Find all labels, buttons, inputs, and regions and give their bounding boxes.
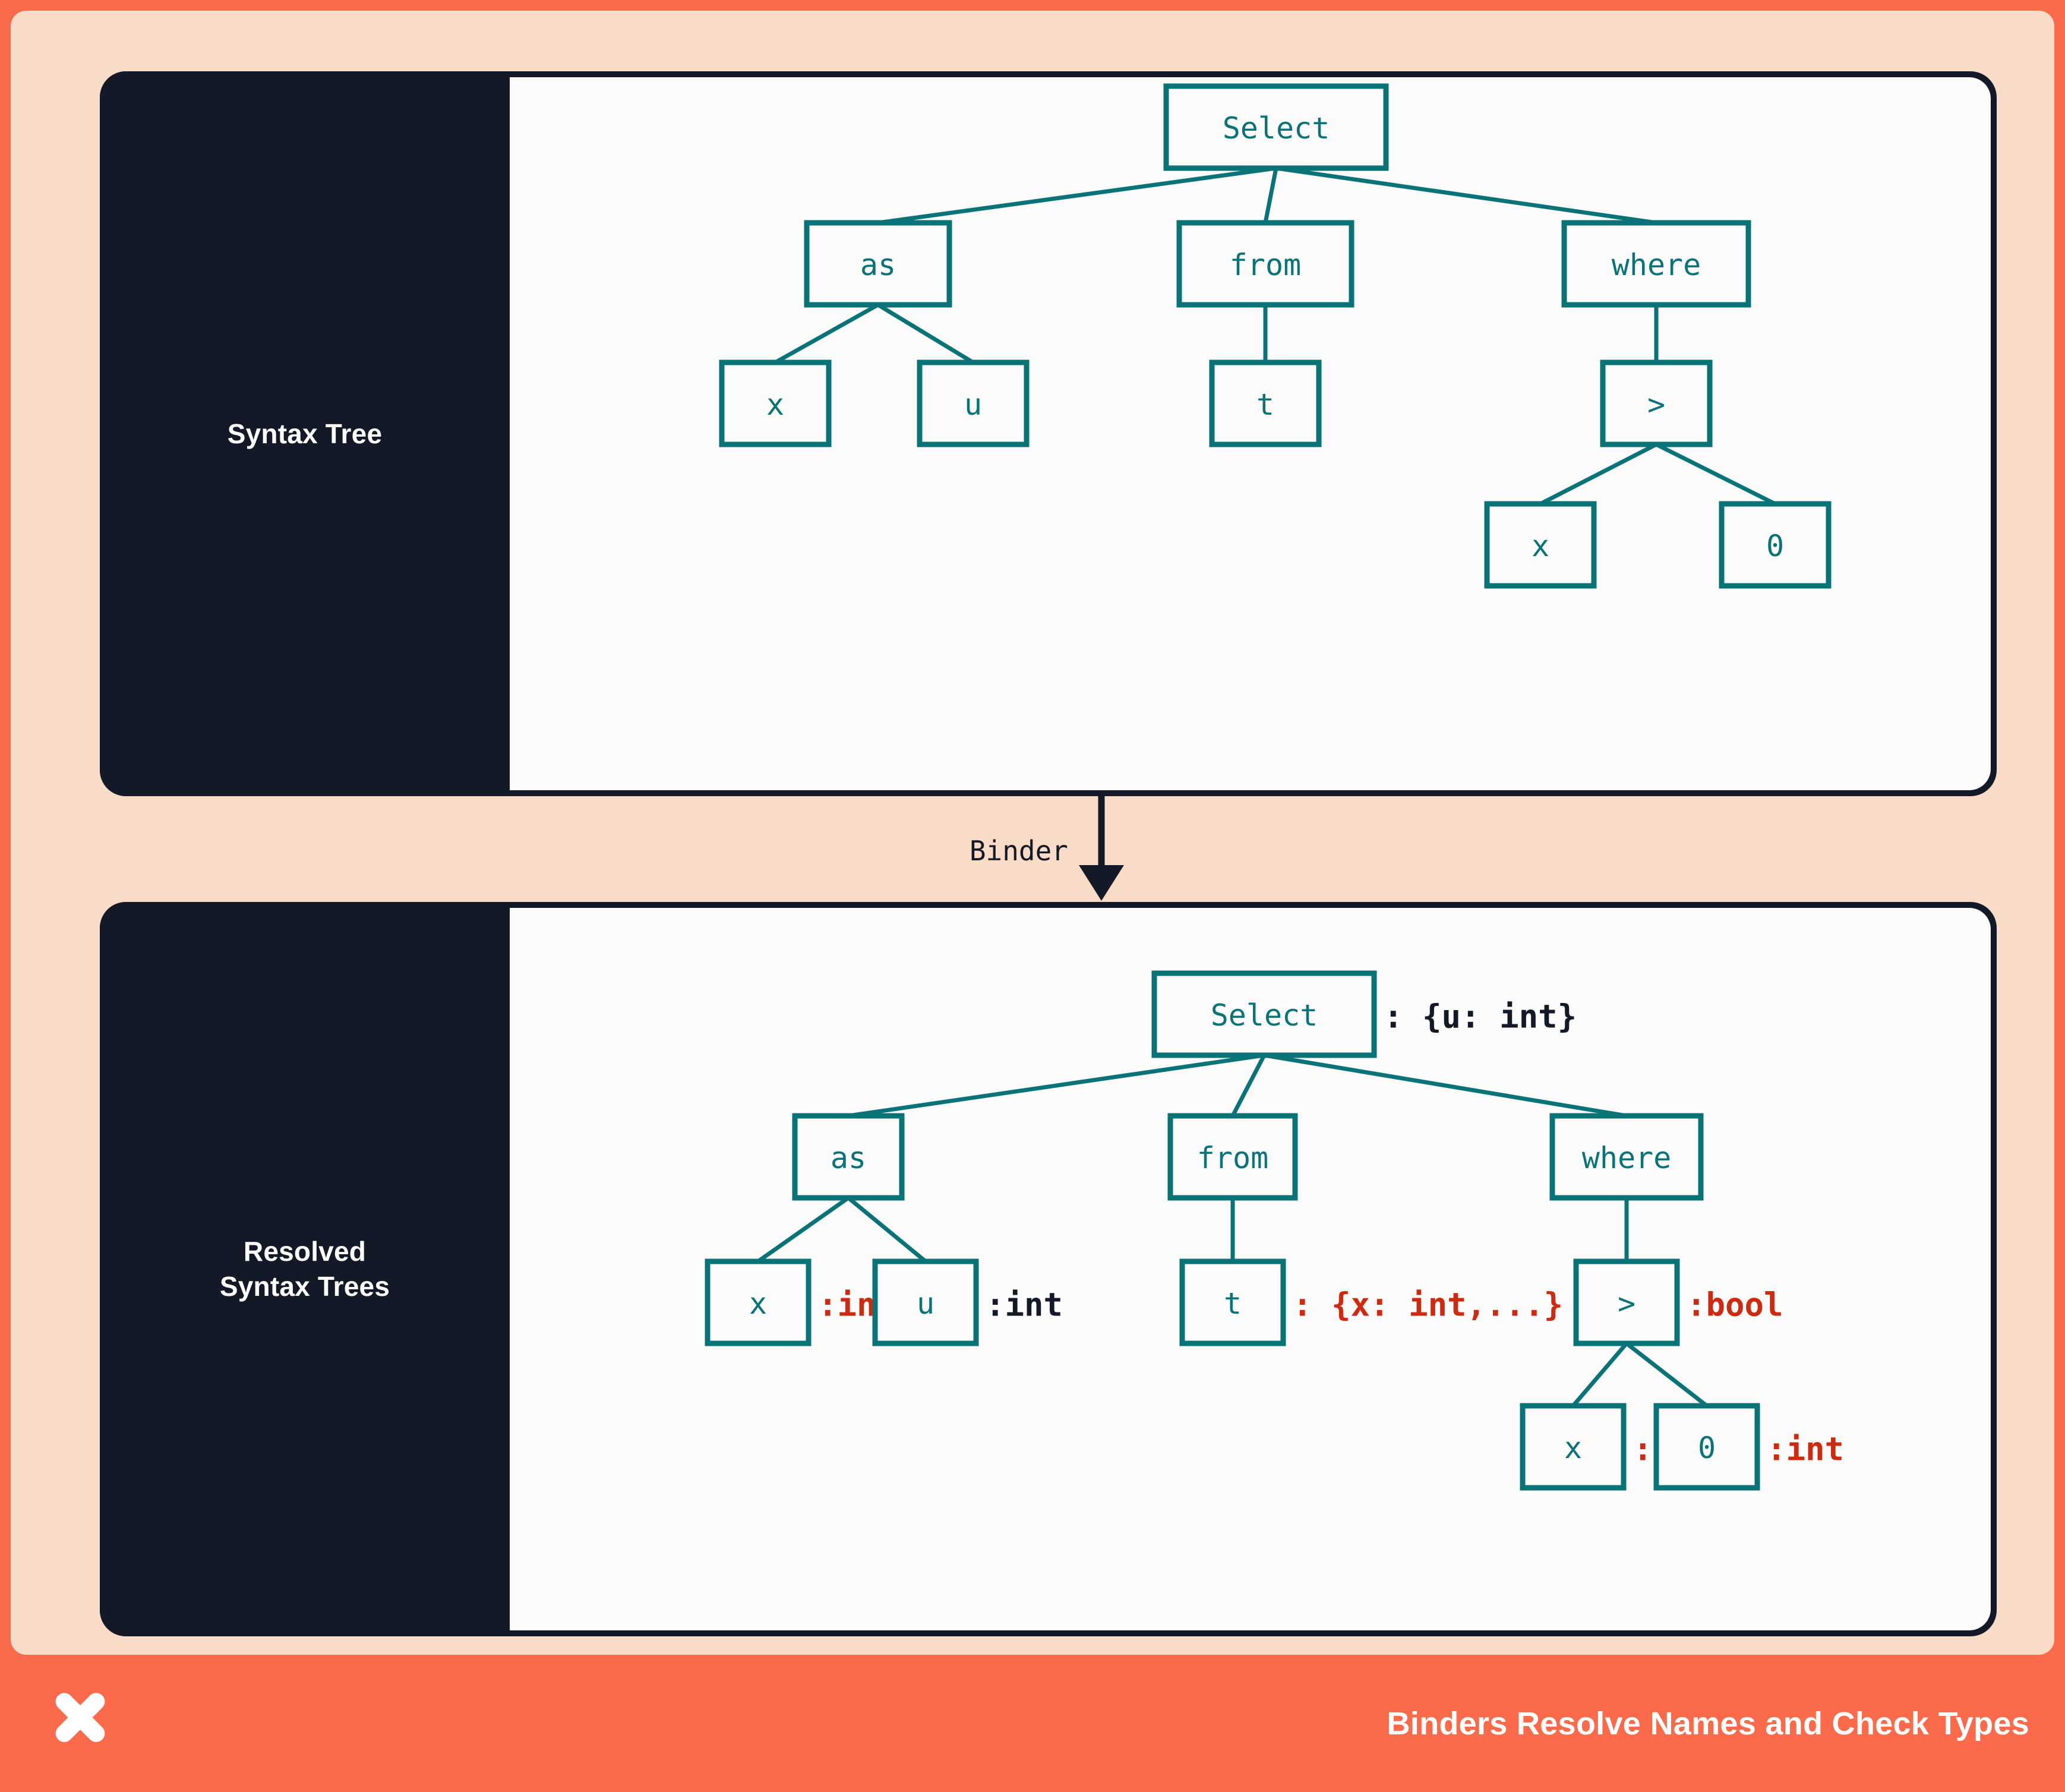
tree-edge-gt-to-gt_0 (1625, 1342, 1709, 1408)
tree-node-select[interactable]: Select : {u: int} (1151, 970, 1577, 1058)
tree-edge-select-to-from (1263, 168, 1278, 223)
tree-edge-gt-to-gt_x (1539, 442, 1657, 506)
tree-node-box (1549, 1113, 1704, 1201)
tree-edge-as-to-as_u (877, 303, 974, 364)
tree-node-from_t[interactable]: t : {x: int,...} (1179, 1258, 1563, 1346)
tree-edge-select-to-from (1230, 1054, 1267, 1117)
tree-node-label: > (1647, 387, 1665, 422)
tree-node-as_u[interactable]: u :int (872, 1258, 1063, 1346)
tree-node-box (917, 359, 1030, 447)
tree-edge-as-to-as_x (756, 1196, 850, 1263)
tree-node-gt[interactable]: > :bool (1573, 1258, 1783, 1346)
tree-node-label: as (831, 1141, 866, 1175)
tree-node-label: x (749, 1286, 767, 1321)
tree-node-box (1653, 1403, 1760, 1491)
tree-node-label: where (1582, 1141, 1672, 1175)
panel-syntax-tree: Syntax Tree Select as from where x u t > x 0 (100, 71, 1997, 796)
tree-node-label: from (1197, 1141, 1268, 1175)
syntax-tree-graphic: Select as from where x u t > x 0 (719, 83, 1832, 589)
tree-node-label: 0 (1698, 1431, 1716, 1465)
tree-node-box (1163, 83, 1389, 171)
panel-resolved-syntax-trees-sidebar: Resolved Syntax Trees (100, 902, 510, 1636)
tree-node-from[interactable]: from (1167, 1113, 1298, 1201)
tree-node-box (804, 220, 952, 308)
tree-edge-as-to-as_x (774, 302, 879, 365)
tree-edge-as-to-as_u (847, 1196, 927, 1263)
tree-node-gt_x[interactable]: x (1484, 501, 1597, 589)
tree-node-label: where (1612, 248, 1701, 282)
tree-node-label: 0 (1766, 529, 1784, 563)
tree-node-gt_0[interactable]: 0 :int (1653, 1403, 1844, 1491)
tree-node-label: u (917, 1286, 934, 1321)
tree-node-label: > (1618, 1286, 1635, 1321)
tree-node-as[interactable]: as (804, 220, 952, 308)
tree-edge-gt-to-gt_x (1571, 1342, 1628, 1408)
tree-node-box (1176, 220, 1354, 308)
panel-resolved-syntax-trees-label: Resolved Syntax Trees (219, 1236, 390, 1302)
tree-node-box (1520, 1403, 1627, 1491)
tree-node-gt_0[interactable]: 0 (1719, 501, 1832, 589)
tree-edge-select-to-as (848, 1053, 1265, 1118)
tree-edge-select-to-where (1275, 166, 1657, 225)
panel-syntax-tree-sidebar: Syntax Tree (100, 71, 510, 796)
tree-node-type-annotation: :bool (1687, 1286, 1783, 1324)
tree-node-label: x (1564, 1431, 1582, 1465)
tree-node-type-annotation: : {x: int,...} (1293, 1286, 1563, 1324)
tree-node-type-annotation: :int (986, 1286, 1063, 1324)
tree-edge-gt-to-gt_0 (1655, 442, 1776, 506)
tree-node-label: x (1532, 529, 1549, 563)
tree-node-label: t (1256, 387, 1274, 422)
footer-caption: Binders Resolve Names and Check Types (1387, 1705, 2029, 1741)
tree-node-from_t[interactable]: t (1209, 359, 1322, 447)
panel-syntax-tree-canvas: Select as from where x u t > x 0 (510, 77, 1991, 790)
footer-bar: Binders Resolve Names and Check Types (0, 1655, 2065, 1792)
binder-transition: Binder (100, 796, 1997, 902)
tree-node-box (1573, 1258, 1680, 1346)
panel-syntax-tree-label: Syntax Tree (227, 418, 383, 449)
tree-node-as_x[interactable]: x (719, 359, 832, 447)
tree-node-from[interactable]: from (1176, 220, 1354, 308)
tree-node-gt[interactable]: > (1600, 359, 1713, 447)
tree-node-type-annotation: :int (1767, 1431, 1844, 1468)
tree-node-box (1484, 501, 1597, 589)
binder-arrow-graphic (1079, 796, 1124, 901)
tree-node-label: from (1230, 248, 1301, 282)
tree-node-where[interactable]: where (1561, 220, 1751, 308)
x-mark-logo-icon (55, 1692, 105, 1742)
tree-node-as[interactable]: as (792, 1113, 905, 1201)
tree-node-type-annotation: : {u: int} (1384, 998, 1577, 1036)
tree-edge-select-to-where (1264, 1053, 1627, 1118)
tree-node-box (1719, 501, 1832, 589)
tree-node-label: u (964, 387, 982, 422)
tree-node-label: Select (1211, 998, 1318, 1033)
tree-node-label: Select (1223, 111, 1330, 146)
tree-node-label: x (766, 387, 784, 422)
tree-node-box (1561, 220, 1751, 308)
tree-node-as_u[interactable]: u (917, 359, 1030, 447)
tree-node-box (1167, 1113, 1298, 1201)
tree-node-select[interactable]: Select (1163, 83, 1389, 171)
tree-node-label: as (860, 248, 896, 282)
poster-content-area: Syntax Tree Select as from where x u t > x 0 Bind… (11, 11, 2054, 1655)
tree-node-box (1600, 359, 1713, 447)
tree-node-label: t (1224, 1286, 1242, 1321)
tree-node-box (719, 359, 832, 447)
tree-edge-select-to-as (877, 166, 1277, 225)
tree-node-where[interactable]: where (1549, 1113, 1704, 1201)
tree-node-box (872, 1258, 979, 1346)
tree-node-box (1151, 970, 1377, 1058)
tree-node-box (1209, 359, 1322, 447)
tree-node-box (1179, 1258, 1286, 1346)
panel-resolved-syntax-trees: Resolved Syntax Trees Select : {u: int} as… (100, 902, 1997, 1636)
tree-node-box (705, 1258, 812, 1346)
tree-node-as_x[interactable]: x:int (705, 1258, 895, 1346)
tree-node-box (792, 1113, 905, 1201)
